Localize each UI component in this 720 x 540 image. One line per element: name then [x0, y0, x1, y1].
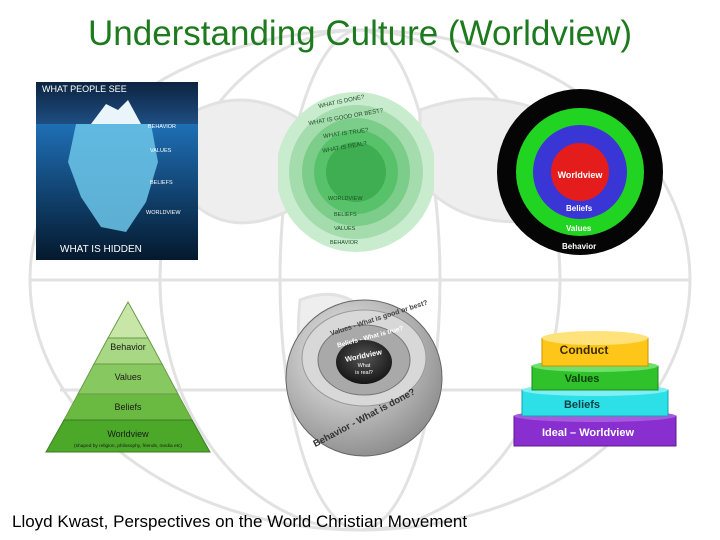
iceberg-top-label: WHAT PEOPLE SEE	[42, 84, 127, 94]
green-circles-diagram: WHAT IS DONE? WHAT IS GOOD OR BEST? WHAT…	[278, 92, 434, 252]
sphere-core-sub2: is real?	[355, 370, 373, 376]
sphere-diagram: Values - What is good or best? Beliefs -…	[285, 299, 443, 457]
pyramid-level-beliefs: Beliefs	[114, 402, 142, 412]
target-center-label: Worldview	[558, 170, 604, 180]
pyramid-diagram: Behavior Values Beliefs Worldview (shape…	[45, 300, 211, 453]
iceberg-level-worldview: WORLDVIEW	[146, 210, 181, 216]
sphere-core-sub1: What	[358, 363, 371, 369]
stack-layer-conduct: Conduct	[560, 343, 609, 357]
citation-caption: Lloyd Kwast, Perspectives on the World C…	[12, 512, 468, 531]
target-label-values: Values	[566, 224, 592, 233]
slide-title: Understanding Culture (Worldview)	[87, 14, 633, 53]
stack-layer-ideal: Ideal – Worldview	[542, 427, 635, 439]
stack-layer-beliefs: Beliefs	[564, 399, 600, 411]
target-label-behavior: Behavior	[562, 242, 596, 251]
iceberg-bottom-label: WHAT IS HIDDEN	[60, 244, 142, 255]
pyramid-level-behavior: Behavior	[110, 342, 146, 352]
ring-bottom-behavior: BEHAVIOR	[330, 240, 358, 246]
ring-bottom-worldview: WORLDVIEW	[328, 196, 363, 202]
iceberg-level-behavior: BEHAVIOR	[148, 124, 176, 130]
iceberg-tip	[91, 100, 141, 124]
pyramid-level-values: Values	[115, 372, 142, 382]
iceberg-level-values: VALUES	[150, 148, 172, 154]
pyramid-note: (shaped by religion, philosophy, friends…	[74, 443, 182, 449]
stack-layer-values: Values	[565, 373, 600, 385]
iceberg-base	[68, 124, 158, 232]
iceberg-diagram: WHAT PEOPLE SEE BEHAVIOR VALUES BELIEFS …	[36, 82, 198, 260]
target-label-beliefs: Beliefs	[566, 204, 593, 213]
target-diagram: Worldview Beliefs Values Behavior	[497, 89, 663, 255]
stack-diagram: Conduct Values Beliefs Ideal – Worldview	[513, 331, 677, 447]
ring-bottom-beliefs: BELIEFS	[334, 212, 357, 218]
pyramid-level-worldview: Worldview	[107, 429, 149, 439]
ring-bottom-values: VALUES	[334, 226, 356, 232]
iceberg-level-beliefs: BELIEFS	[150, 180, 173, 186]
